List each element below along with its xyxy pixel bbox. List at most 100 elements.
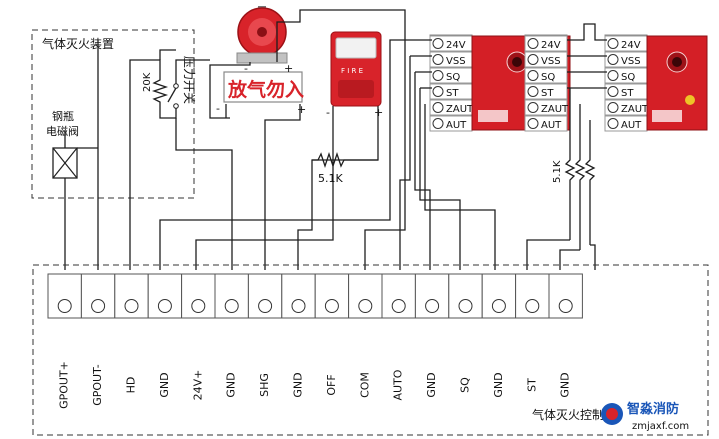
no-entry-sign-text: 放气勿入 <box>227 78 304 101</box>
controller-screw-icon <box>291 299 306 313</box>
module-3-terminal-label: ST <box>621 88 634 99</box>
controller-terminal-label: SQ <box>459 377 472 393</box>
module-2-terminals: 24V VSS SQ ST ZAUT AUT <box>524 35 569 132</box>
module-2-terminal-label: VSS <box>541 56 561 67</box>
module-2-screw-icon <box>527 86 539 97</box>
controller-terminal-label: GND <box>559 372 572 397</box>
controller-box <box>32 264 709 436</box>
module-2-terminal-label: AUT <box>541 120 562 131</box>
module-2-screw-icon <box>527 102 539 113</box>
module-3-terminals: 24V VSS SQ ST ZAUT AUT <box>604 35 649 132</box>
resistor-5k1-icon <box>312 151 378 169</box>
resistor-20k-label: 20K <box>142 72 153 92</box>
module-3-indicator-icon <box>685 95 695 105</box>
strobe-brand: F I R E <box>341 67 363 75</box>
module-2-terminal-label: SQ <box>541 72 555 83</box>
controller-screw-icon <box>391 299 406 313</box>
controller-terminal-label: GPOUT+ <box>58 361 71 409</box>
module-1-screw-icon <box>432 70 444 81</box>
module-3-screw-icon <box>607 70 619 81</box>
device-box-title: 气体灭火装置 <box>42 36 114 51</box>
device-box <box>31 29 195 199</box>
module-3-screw-icon <box>607 54 619 65</box>
module-3-terminal-label: ZAUT <box>621 104 649 115</box>
controller-terminal-label: ST <box>525 378 538 392</box>
controller-terminal-label: OFF <box>325 374 338 395</box>
valve-label-line1: 钢瓶 <box>52 109 74 123</box>
controller-terminal-label: GND <box>425 372 438 397</box>
controller-terminal-label: AUTO <box>392 369 405 400</box>
module-1-terminal-label: ST <box>446 88 459 99</box>
module-1-screw-icon <box>432 86 444 97</box>
controller-screw-icon <box>525 299 540 313</box>
controller-terminal-label: HD <box>125 377 138 394</box>
controller-screw-icon <box>491 299 506 313</box>
controller-screw-icon <box>558 299 573 313</box>
valve-label-line2: 电磁阀 <box>46 124 79 138</box>
controller-screw-icon <box>458 299 473 313</box>
strobe-sounder-icon: F I R E <box>330 31 382 107</box>
module-2-terminal-label: ZAUT <box>541 104 569 115</box>
controller-screw-icon <box>57 299 72 313</box>
pressure-switch-label: 压力开关 <box>182 56 196 104</box>
module-1-terminal-label: VSS <box>446 56 466 67</box>
module-2-terminal-label: ST <box>541 88 554 99</box>
module-3: 24V VSS SQ ST ZAUT AUT <box>604 34 708 132</box>
controller-terminal-strip: GPOUT+ GPOUT- HD GND 24V+ GND SHG GND OFF COM AUTO… <box>47 273 583 409</box>
controller-terminal-label: GND <box>492 372 505 397</box>
module-3-screw-icon <box>607 38 619 49</box>
module-1-screw-icon <box>432 118 444 129</box>
resistor-5k1-vertical-icon <box>564 88 596 250</box>
module-2-screw-icon <box>527 70 539 81</box>
controller-terminal-label: SHG <box>258 373 271 397</box>
controller-terminal-label: GND <box>292 372 305 397</box>
alarm-bell-icon <box>236 6 288 64</box>
watermark-brand: 智淼消防 <box>627 401 679 417</box>
sign-plus: + <box>297 103 306 116</box>
controller-screw-icon <box>157 299 172 313</box>
module-2: 24V VSS SQ ST ZAUT AUT <box>524 34 569 132</box>
module-1-screw-icon <box>432 38 444 49</box>
controller-terminal-label: GPOUT- <box>91 364 104 406</box>
controller-screw-icon <box>124 299 139 313</box>
module-1-terminal-label: SQ <box>446 72 460 83</box>
resistor-20k-icon <box>151 70 169 108</box>
controller-screw-icon <box>224 299 239 313</box>
controller-terminal <box>515 273 550 319</box>
module-2-screw-icon <box>527 118 539 129</box>
bell-minus: - <box>244 62 248 75</box>
module-3-screw-icon <box>607 102 619 113</box>
module-1-terminals: 24V VSS SQ ST ZAUT AUT <box>429 35 474 132</box>
strobe-minus: - <box>326 106 330 119</box>
module-1-terminal-label: 24V <box>446 40 466 51</box>
watermark: 智淼消防 zmjaxf.com <box>601 401 689 432</box>
controller-title: 气体灭火控制器 <box>532 407 616 422</box>
controller-screw-icon <box>191 299 206 313</box>
pressure-switch-icon <box>167 83 179 109</box>
module-3-terminal-label: AUT <box>621 120 642 131</box>
controller-screw-icon <box>91 299 106 313</box>
module-3-terminal-label: VSS <box>621 56 641 67</box>
module-2-screw-icon <box>527 54 539 65</box>
controller-screw-icon <box>358 299 373 313</box>
controller-terminal-label: 24V+ <box>191 370 204 401</box>
resistor-5k1-vertical-label: 5.1K <box>552 160 563 183</box>
module-1-terminal-label: AUT <box>446 120 467 131</box>
module-3-terminal-label: 24V <box>621 40 641 51</box>
sign-minus: - <box>216 102 220 115</box>
module-2-screw-icon <box>527 38 539 49</box>
module-1-terminal-label: ZAUT <box>446 104 474 115</box>
controller-screw-icon <box>425 299 440 313</box>
controller-terminal-label: COM <box>358 372 371 398</box>
module-3-terminal-label: SQ <box>621 72 635 83</box>
module-2-terminal-label: 24V <box>541 40 561 51</box>
bell-plus: + <box>284 62 293 75</box>
module-1-screw-icon <box>432 54 444 65</box>
module-1-screw-icon <box>432 102 444 113</box>
resistor-5k1-label: 5.1K <box>318 172 343 185</box>
controller-terminal-label: GND <box>158 372 171 397</box>
module-3-screw-icon <box>607 118 619 129</box>
controller-screw-icon <box>324 299 339 313</box>
watermark-url: zmjaxf.com <box>632 421 689 432</box>
